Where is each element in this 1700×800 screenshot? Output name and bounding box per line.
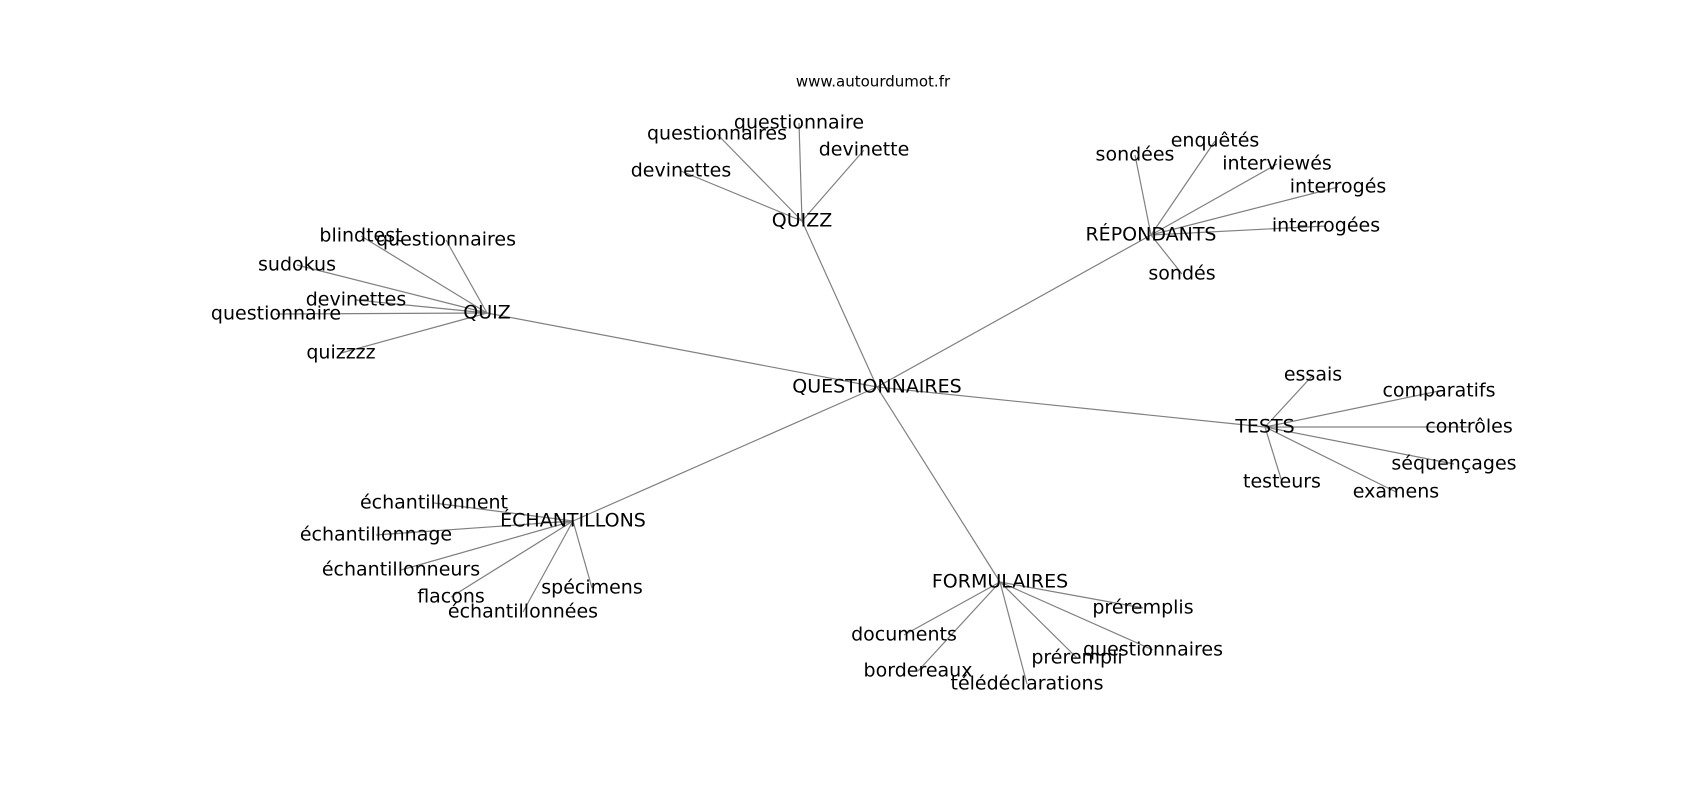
site-url: www.autourdumot.fr: [796, 73, 951, 91]
edge-hub-word: [1264, 426, 1455, 465]
edge-center-hub: [876, 234, 1152, 388]
edge-hub-word: [903, 581, 1001, 636]
edge-hub-word: [1264, 426, 1283, 483]
edge-hub-word: [680, 170, 803, 222]
word-node-label: questionnaire: [211, 303, 341, 325]
word-node-label: spécimens: [541, 577, 643, 599]
edge-hub-word: [999, 581, 1078, 659]
word-node-label: flacons: [417, 586, 485, 608]
edge-center-hub: [486, 312, 878, 388]
word-node-label: sondées: [1096, 144, 1175, 166]
edge-hub-word: [445, 239, 488, 314]
edge-hub-word: [1134, 154, 1152, 236]
word-node-label: bordereaux: [864, 660, 973, 682]
word-node-label: interrogés: [1290, 176, 1387, 198]
hub-node-label: TESTS: [1234, 416, 1294, 438]
edge-hub-word: [433, 502, 574, 522]
word-node-label: devinettes: [631, 160, 732, 182]
edge-hub-word: [716, 133, 803, 222]
word-node-label: devinettes: [306, 289, 407, 311]
word-node-label: devinette: [819, 139, 910, 161]
edge-hub-word: [450, 520, 574, 598]
word-node-label: quizzzz: [306, 342, 375, 364]
word-node-label: interrogées: [1272, 215, 1380, 237]
word-node-label: interviewés: [1222, 153, 1332, 175]
center-node-label: QUESTIONNAIRES: [792, 376, 961, 398]
edges: [275, 122, 1469, 685]
word-node-label: échantillonnent: [360, 492, 508, 514]
word-node-label: comparatifs: [1382, 380, 1495, 402]
edge-hub-word: [375, 520, 574, 536]
labels: QUESTIONNAIRESQUIZZquestionnairequestion…: [211, 112, 1517, 695]
edge-hub-word: [1150, 225, 1327, 236]
edge-center-hub: [876, 386, 1001, 583]
edge-hub-word: [999, 581, 1028, 685]
word-node-label: testeurs: [1243, 471, 1321, 493]
word-node-label: blindtest: [319, 225, 402, 247]
edge-hub-word: [999, 581, 1144, 609]
edge-hub-word: [340, 312, 488, 354]
word-node-label: questionnaires: [647, 123, 787, 145]
word-node-label: sudokus: [258, 254, 336, 276]
word-node-label: sondés: [1148, 263, 1215, 285]
word-node-label: questionnaire: [734, 112, 864, 134]
edge-hub-word: [1150, 186, 1339, 236]
word-node-label: questionnaires: [376, 229, 516, 251]
hub-node-label: QUIZZ: [772, 210, 833, 232]
edge-hub-word: [1264, 426, 1397, 493]
word-node-label: examens: [1353, 481, 1439, 503]
edge-hub-word: [798, 122, 803, 222]
word-node-label: contrôles: [1425, 416, 1512, 438]
edge-hub-word: [296, 264, 488, 314]
word-node-label: préremplis: [1092, 597, 1193, 619]
edge-hub-word: [801, 149, 865, 222]
edge-hub-word: [1264, 374, 1314, 428]
edge-hub-word: [999, 581, 1154, 651]
word-node-label: échantillonnées: [448, 601, 598, 623]
word-node-label: télédéclarations: [951, 673, 1104, 695]
edge-hub-word: [400, 520, 574, 571]
edge-hub-word: [917, 581, 1001, 672]
edge-hub-word: [1150, 234, 1183, 275]
edge-hub-word: [1150, 163, 1278, 236]
edge-hub-word: [1150, 140, 1216, 236]
word-node-label: prérempli: [1031, 647, 1122, 669]
edge-center-hub: [876, 386, 1266, 428]
edge-hub-word: [275, 312, 488, 315]
hub-node-label: FORMULAIRES: [932, 571, 1068, 593]
edge-hub-word: [572, 520, 593, 589]
word-node-label: échantillonneurs: [322, 559, 480, 581]
edge-hub-word: [360, 235, 488, 314]
hub-node-label: QUIZ: [463, 302, 510, 324]
word-node-label: questionnaires: [1083, 639, 1223, 661]
hub-node-label: ÉCHANTILLONS: [500, 509, 646, 532]
word-node-label: essais: [1284, 364, 1342, 386]
hub-node-label: RÉPONDANTS: [1085, 223, 1216, 246]
edge-center-hub: [572, 386, 878, 522]
edge-hub-word: [355, 299, 488, 314]
word-node-label: séquençages: [1391, 453, 1516, 475]
edge-center-hub: [801, 220, 878, 388]
word-node-label: enquêtés: [1171, 130, 1260, 152]
word-node-label: échantillonnage: [300, 524, 452, 546]
word-node-label: documents: [851, 624, 957, 646]
edge-hub-word: [1264, 390, 1440, 428]
edge-hub-word: [522, 520, 574, 613]
